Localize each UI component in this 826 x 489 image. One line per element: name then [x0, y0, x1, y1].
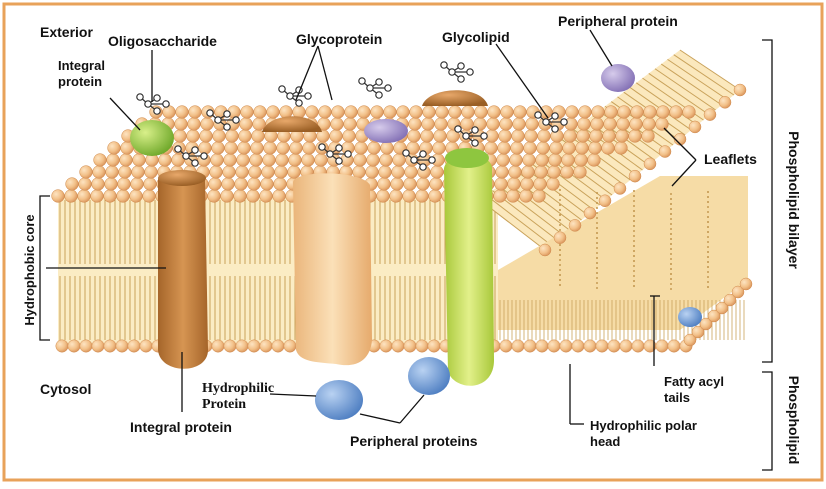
- label-fatty-acyl-line1: Fatty acyl: [664, 374, 724, 389]
- label-hydrophilic-polar-head-line2: head: [590, 434, 620, 449]
- integral-protein-top-ball: [130, 120, 174, 156]
- label-glycoprotein: Glycoprotein: [296, 31, 382, 47]
- label-integral-protein-bottom: Integral protein: [130, 419, 232, 435]
- label-phospholipid: Phospholipid: [786, 376, 802, 465]
- label-glycolipid: Glycolipid: [442, 29, 510, 45]
- label-leaflets: Leaflets: [704, 151, 757, 167]
- label-phospholipid-bilayer: Phospholipid bilayer: [786, 131, 802, 269]
- label-hydrophilic-protein-line2: Protein: [202, 397, 246, 412]
- label-integral-protein-line1: Integral: [58, 58, 105, 73]
- peripheral-protein-blue-left: [315, 380, 363, 420]
- label-cytosol: Cytosol: [40, 381, 91, 397]
- label-peripheral-proteins: Peripheral proteins: [350, 433, 478, 449]
- label-hydrophilic-protein-line1: Hydrophilic: [202, 381, 274, 396]
- label-hydrophilic-polar-head-line1: Hydrophilic polar: [590, 418, 697, 433]
- label-hydrophobic-core: Hydrophobic core: [22, 214, 37, 325]
- peripheral-protein-purple-center: [364, 119, 408, 143]
- peripheral-protein-purple-top: [601, 64, 635, 92]
- hydrophobic-tails-region: [58, 196, 498, 344]
- integral-protein-brown: [158, 170, 208, 369]
- peripheral-protein-blue-right: [408, 357, 450, 395]
- label-integral-protein-line2: protein: [58, 74, 102, 89]
- integral-protein-tan: [293, 173, 372, 365]
- peripheral-protein-blue-edge: [678, 307, 702, 327]
- label-peripheral-protein: Peripheral protein: [558, 13, 678, 29]
- label-fatty-acyl-line2: tails: [664, 390, 690, 405]
- label-oligosaccharide: Oligosaccharide: [108, 33, 217, 49]
- label-exterior: Exterior: [40, 24, 93, 40]
- integral-protein-green: [444, 148, 494, 386]
